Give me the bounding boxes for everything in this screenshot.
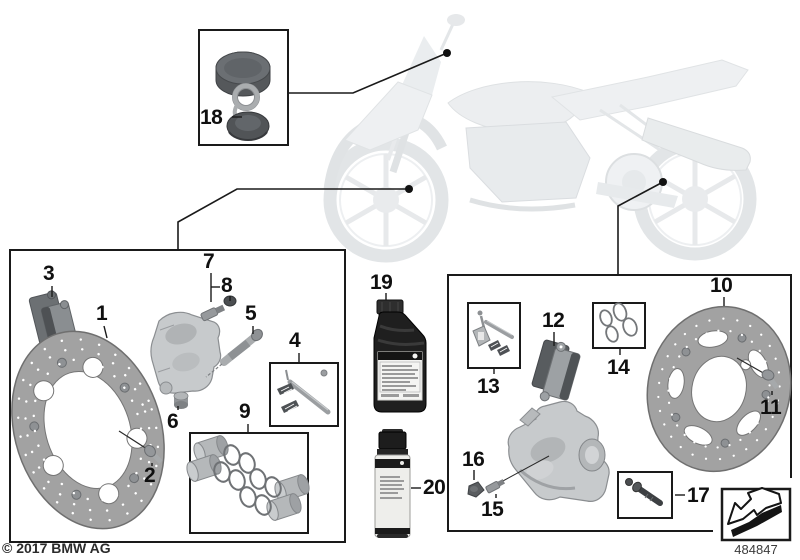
frame-reservoir-kit [198, 29, 289, 146]
front-disc-bolt-drawing [118, 430, 163, 464]
callout-19[interactable]: 19 [370, 271, 393, 294]
reservoir-cap-kit-drawing [215, 51, 271, 141]
brake-fluid-bottle-drawing [373, 299, 427, 413]
frame-kit-4 [269, 362, 339, 427]
direction-arrow-icon [727, 487, 782, 537]
rear-bleed-screw-drawing [485, 479, 506, 494]
callout-dots [405, 49, 667, 193]
callout-7[interactable]: 7 [203, 250, 215, 273]
callout-18[interactable]: 18 [200, 106, 223, 129]
frame-rear-brake [447, 274, 792, 532]
callout-10[interactable]: 10 [710, 274, 733, 297]
callout-11[interactable]: 11 [760, 396, 782, 419]
callout-3[interactable]: 3 [43, 262, 55, 285]
callout-lines [177, 52, 664, 275]
rear-dust-cap-drawing [467, 481, 485, 498]
callout-13[interactable]: 13 [477, 375, 500, 398]
callout-9[interactable]: 9 [239, 400, 251, 423]
diagram-number: 484847 [734, 542, 778, 557]
frame-kit-17 [617, 471, 673, 519]
front-pad-pin-drawing [205, 328, 263, 378]
callout-1[interactable]: 1 [96, 302, 108, 325]
callout-2[interactable]: 2 [144, 464, 156, 487]
callout-4[interactable]: 4 [289, 329, 301, 352]
front-bleed-screw-drawing [200, 304, 226, 322]
brake-cleaner-spray-drawing [374, 429, 411, 538]
rear-pin-kit-drawing [625, 478, 663, 506]
motorcycle-ghost-illustration [323, 14, 757, 263]
front-pad-retainer-kit-drawing [277, 369, 331, 415]
frame-kit-13 [467, 302, 521, 369]
rear-caliper-drawing [500, 400, 610, 502]
front-piston-repair-kit-drawing [186, 435, 310, 521]
front-caliper-drawing [150, 311, 222, 395]
rear-pad-retainer-kit-drawing [472, 310, 514, 356]
leader-lines [51, 116, 773, 498]
rear-seal-kit-drawing [599, 302, 638, 343]
callout-20[interactable]: 20 [423, 476, 446, 499]
rear-disc-bolt-drawing [736, 357, 780, 390]
callout-14[interactable]: 14 [607, 356, 630, 379]
callout-17[interactable]: 17 [687, 484, 710, 507]
callout-16[interactable]: 16 [462, 448, 485, 471]
rear-brake-disc-drawing [646, 305, 792, 473]
copyright-text: © 2017 BMW AG [2, 540, 111, 556]
callout-5[interactable]: 5 [245, 302, 257, 325]
front-brake-disc-drawing [11, 330, 165, 530]
callout-6[interactable]: 6 [167, 410, 179, 433]
frame-front-brake [9, 249, 346, 543]
callout-8[interactable]: 8 [221, 274, 233, 297]
callout-12[interactable]: 12 [542, 309, 565, 332]
rear-brake-pads-drawing [531, 339, 581, 402]
guide-bushing-drawing [173, 391, 189, 409]
callout-15[interactable]: 15 [481, 498, 504, 521]
